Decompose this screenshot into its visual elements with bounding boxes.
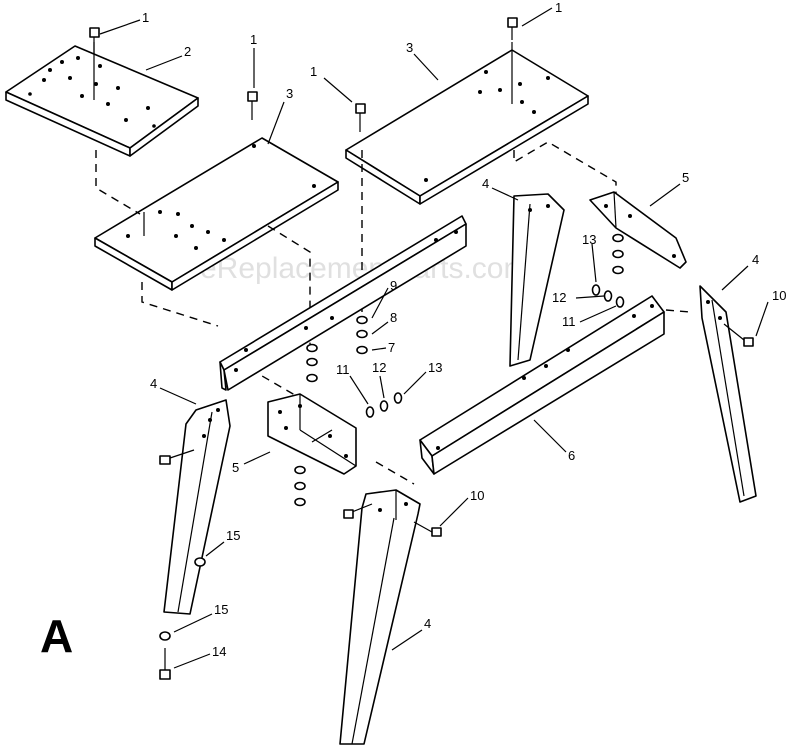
callout-15: 15 [214,602,228,617]
bracket-part-5-right [589,191,687,269]
leader-lines [99,7,769,669]
callout-10: 10 [772,288,786,303]
figure-letter: A [40,610,73,662]
callout-1: 1 [250,32,257,47]
callout-5: 5 [682,170,689,185]
hardware-nuts-washers [159,233,625,641]
callout-3: 3 [406,40,413,55]
top-plate-part-2 [5,42,199,157]
leg-part-4-far-right [699,285,757,503]
callout-2: 2 [184,44,191,59]
callout-3: 3 [286,86,293,101]
callout-15: 15 [226,528,240,543]
callout-12: 12 [372,360,386,375]
callout-14: 14 [212,644,226,659]
callout-11: 11 [336,362,350,377]
rail-part-6-left [219,215,467,391]
leg-part-4-upper-middle [509,193,565,367]
callout-6: 6 [568,448,575,463]
callout-labels: 1 2 1 1 1 3 3 4 5 4 10 4 5 6 10 4 9 8 7 … [142,0,786,659]
callout-1: 1 [555,0,562,15]
callout-12: 12 [552,290,566,305]
callout-1: 1 [310,64,317,79]
callout-10: 10 [470,488,484,503]
leg-part-4-front [339,489,421,745]
callout-11: 11 [562,314,576,329]
callout-5: 5 [232,460,239,475]
bracket-part-5-left [267,393,357,475]
board-part-3-right [345,42,589,205]
callout-4: 4 [150,376,157,391]
callout-4: 4 [424,616,431,631]
hardware-bolts [89,17,754,680]
callout-1: 1 [142,10,149,25]
callout-13: 13 [428,360,442,375]
callout-9: 9 [390,278,397,293]
callout-4: 4 [482,176,489,191]
rail-part-6-right [419,295,665,475]
callout-7: 7 [388,340,395,355]
board-part-3-left [94,137,339,291]
callout-8: 8 [390,310,397,325]
callout-4: 4 [752,252,759,267]
leg-part-4-left [163,399,231,615]
callout-13: 13 [582,232,596,247]
